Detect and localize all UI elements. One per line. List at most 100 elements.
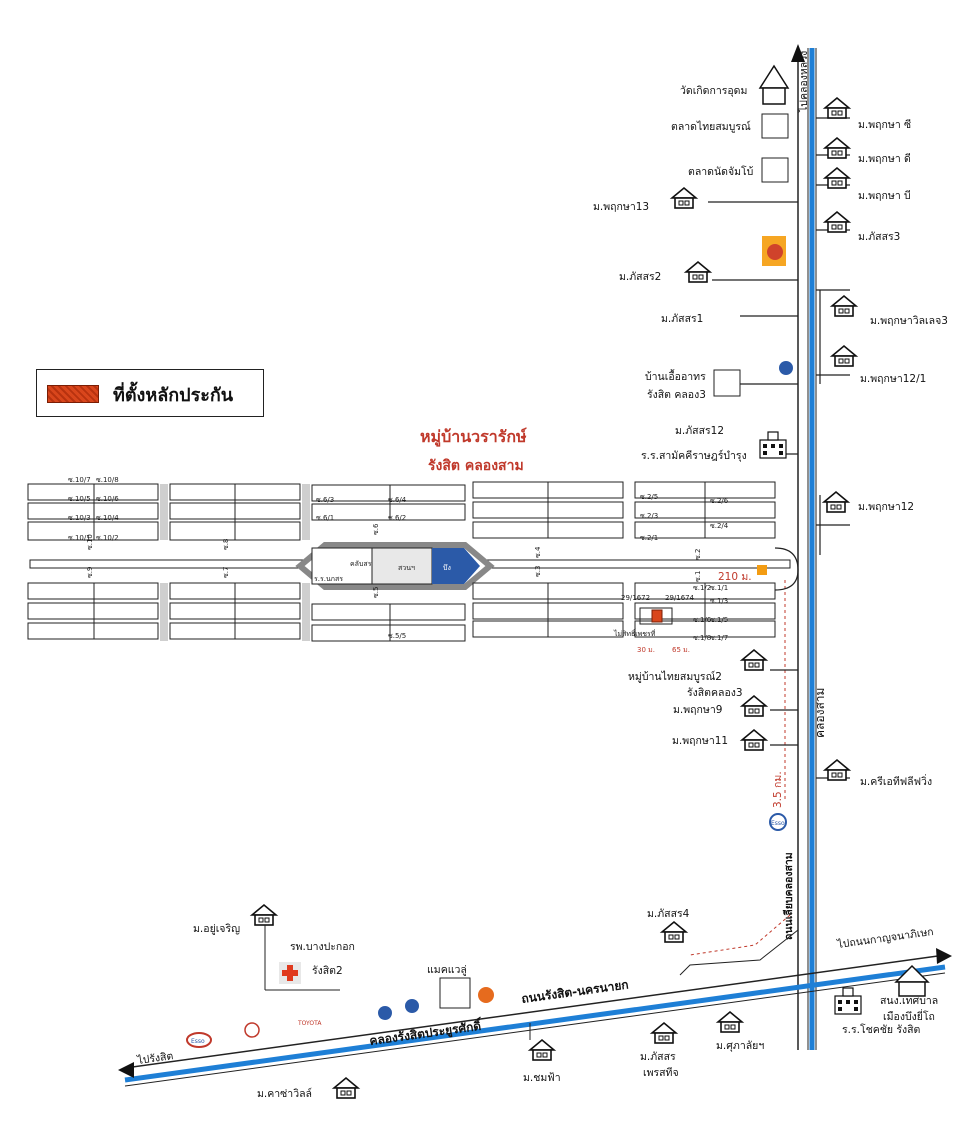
label-m-phatsorn4: ม.ภัสสร4 — [647, 908, 690, 920]
makro-square — [439, 977, 471, 1009]
soi-label: ซ.6/2 — [388, 514, 406, 522]
soi-label: ซ.2/5 — [640, 493, 658, 501]
label-plot2: 29/1674 — [665, 594, 695, 602]
soi-label: ซ.1 — [694, 571, 702, 582]
label-m-prueksa11: ม.พฤกษา11 — [672, 735, 728, 747]
label-m-phatsorn-petch-2: เพรสทีจ — [643, 1066, 679, 1079]
east-arrow-icon — [936, 948, 952, 964]
label-municipal-1: สนง.เทศบาล — [880, 995, 938, 1007]
label-m-prueksa12: ม.พฤกษา12 — [858, 501, 914, 513]
village-block — [27, 582, 159, 600]
soi-label: ซ.6/4 — [388, 496, 407, 504]
soi-label: ซ.3 — [534, 566, 542, 577]
label-m-supalai: ม.ศุภาลัยฯ — [716, 1040, 764, 1052]
soi-label: ซ.1/6 — [693, 616, 712, 624]
label-plot1: 29/1672 — [621, 594, 650, 602]
house-icon — [824, 211, 850, 233]
label-m-phatsorn12: ม.ภัสสร12 — [675, 425, 724, 437]
soi-label: ซ.9 — [86, 567, 94, 578]
house-icon — [651, 1022, 677, 1044]
village-block — [311, 503, 466, 521]
soi-label: ซ.6/3 — [316, 496, 334, 504]
label-hospital-1: รพ.บางปะกอก — [290, 941, 355, 953]
soi-label: ซ.10/8 — [96, 476, 119, 484]
rangsit-nakhon-nayok-road — [124, 954, 946, 1069]
municipal-office-icon — [894, 964, 930, 997]
west-arrow-icon — [118, 1062, 134, 1078]
soi-label: ซ.2/4 — [710, 522, 729, 530]
soi-label: ซ.10/2 — [96, 534, 119, 542]
baan-uea-square — [713, 369, 741, 397]
label-m-phatsorn3: ม.ภัสสร3 — [858, 231, 900, 243]
market-square — [761, 113, 789, 139]
soi-label: ซ.1/5 — [710, 616, 728, 624]
house-icon — [529, 1039, 555, 1061]
label-thai-somboon2-1: หมู่บ้านไทยสมบูรณ์2 — [628, 670, 722, 683]
soi-label: ซ.10 — [86, 534, 94, 550]
house-icon — [741, 729, 767, 751]
label-dist-30: 30 ม. — [637, 646, 655, 654]
label-m-prueksa13: ม.พฤกษา13 — [593, 201, 649, 213]
label-market2: ตลาดนัดจัมโบ้ — [688, 165, 753, 178]
house-icon — [824, 137, 850, 159]
house-icon — [831, 295, 857, 317]
house-icon — [333, 1077, 359, 1099]
label-baan-uea-2: รังสิต คลอง3 — [647, 389, 706, 401]
label-esso: Esso — [771, 820, 785, 827]
label-m-prueksa9: ม.พฤกษา9 — [673, 704, 722, 716]
label-school1: ร.ร.สามัคคีราษฎร์บำรุง — [641, 449, 747, 462]
soi-label: ซ.2 — [694, 549, 702, 560]
label-dist-210: 210 ม. — [718, 571, 752, 583]
house-icon — [824, 759, 850, 781]
temple-icon — [758, 64, 790, 105]
legend-swatch — [47, 385, 99, 403]
soi-label: ซ.5/5 — [388, 632, 406, 640]
soi-label: ซ.1/1 — [710, 584, 728, 592]
village-block — [311, 624, 466, 642]
label-market1: ตลาดไทยสมบูรณ์ — [671, 120, 751, 133]
map-title: หมู่บ้านวรารักษ์ — [420, 427, 527, 448]
legend: ที่ตั้งหลักประกัน — [36, 369, 264, 417]
village-block — [27, 521, 159, 541]
house-icon — [824, 167, 850, 189]
label-m-prueksa-b: ม.พฤกษา บี — [858, 189, 911, 202]
soi-label: ซ.1/2 — [693, 584, 711, 592]
soi-label: ซ.4 — [534, 546, 542, 558]
soi-label: ซ.2/1 — [640, 534, 658, 542]
house-icon — [251, 904, 277, 926]
esso-icon — [186, 1032, 212, 1048]
village-block — [311, 603, 466, 621]
orange-logo-icon — [478, 987, 494, 1003]
label-m-chomfa: ม.ชมฟ้า — [523, 1072, 561, 1084]
house-icon — [823, 491, 849, 513]
legend-label: ที่ตั้งหลักประกัน — [113, 385, 234, 406]
soi-label: ซ.2/3 — [640, 512, 658, 520]
label-pond: บึง — [443, 563, 451, 572]
school-building-icon — [759, 431, 787, 459]
soi-label: ซ.10/5 — [68, 495, 91, 503]
label-club: คลับสร — [350, 560, 372, 568]
ptt-icon — [779, 361, 793, 375]
village-block — [311, 484, 466, 502]
soi-label: ซ.6 — [372, 523, 380, 535]
label-dist-35: 3.5 กม. — [772, 771, 784, 808]
label-rangsit-nakhon-nayok: ถนนรังสิต-นครนายก — [521, 977, 630, 1006]
label-makro: แมคแวลู่ — [427, 964, 467, 976]
soi-label: ซ.1/3 — [710, 597, 728, 605]
label-khlong-sam: คลองสาม — [813, 688, 827, 738]
village-block — [27, 622, 159, 640]
house-icon — [824, 97, 850, 119]
label-esso: Esso — [191, 1038, 205, 1045]
village-block — [27, 602, 159, 620]
ptt-icon — [378, 1006, 392, 1020]
house-icon — [671, 187, 697, 209]
house-icon — [685, 261, 711, 283]
label-m-phatsorn1: ม.ภัสสร1 — [661, 313, 703, 325]
label-m-phatsorn-petch-1: ม.ภัสสร — [640, 1051, 676, 1063]
village-block — [27, 502, 159, 520]
soi-label: ซ.5 — [372, 587, 380, 598]
label-m-creative: ม.ครีเอทีฟลีฟวิ่ง — [860, 774, 932, 788]
market-square — [761, 157, 789, 183]
label-road-khlong-sam: ถนนเลียบคลองสาม — [782, 852, 795, 940]
